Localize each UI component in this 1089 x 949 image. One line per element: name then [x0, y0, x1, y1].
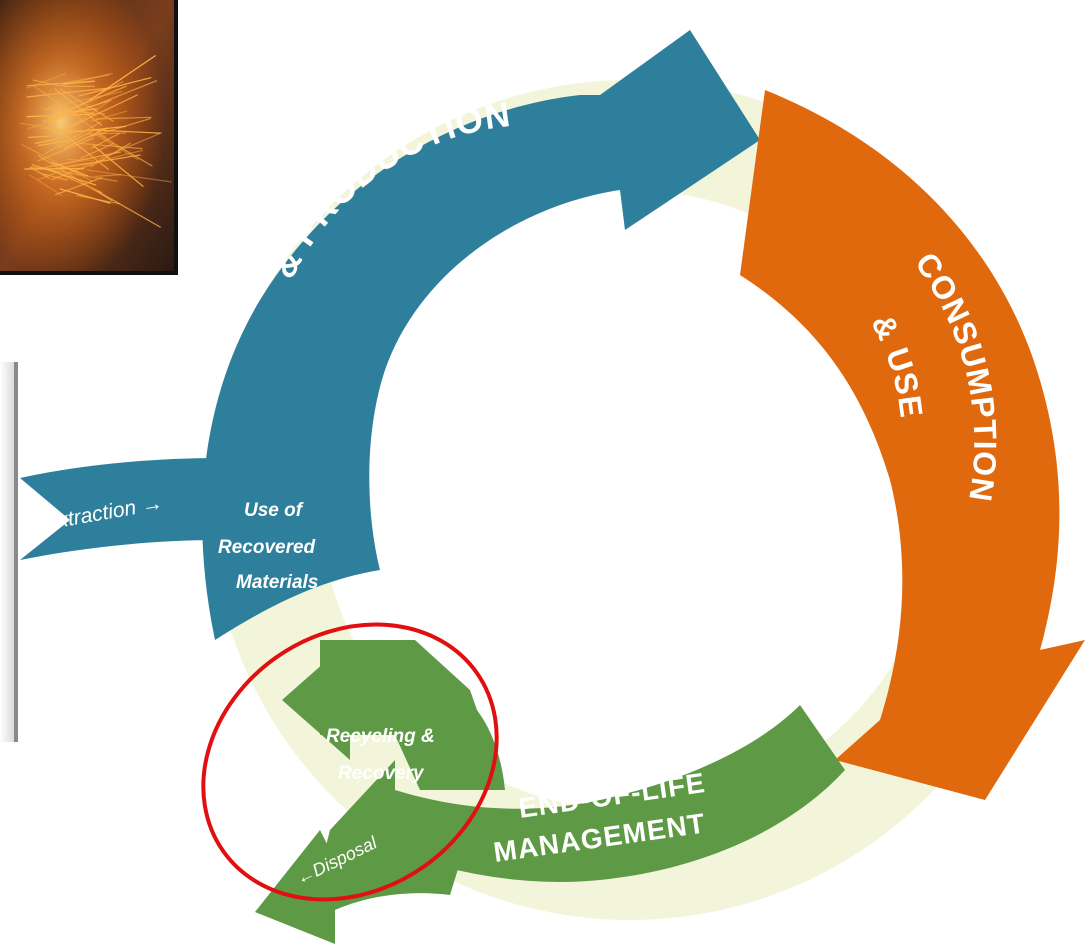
- spark-streak: [87, 169, 172, 183]
- spark-streak: [90, 132, 120, 149]
- spark-streak: [63, 127, 108, 149]
- spark-streak: [95, 116, 152, 120]
- spark-streak: [67, 125, 127, 134]
- use-recovered-note: Use of Recovered Materials: [218, 500, 318, 593]
- spark-streak: [37, 139, 70, 147]
- spark-streak: [47, 90, 123, 109]
- spark-streak: [44, 108, 106, 115]
- spark-streak: [93, 133, 139, 160]
- recycling-note: Recycling & Recovery: [326, 726, 435, 784]
- spark-streak: [78, 142, 143, 150]
- spark-streak: [54, 177, 103, 196]
- upstream-arrow: [202, 30, 760, 640]
- spark-streak: [63, 74, 110, 84]
- spark-streak: [59, 88, 114, 122]
- svg-text:Recovery: Recovery: [338, 763, 425, 784]
- spark-streak: [35, 138, 58, 144]
- spark-streak: [95, 174, 123, 177]
- spark-streak: [76, 194, 120, 205]
- spark-streak: [41, 99, 112, 123]
- spark-streak: [29, 174, 64, 197]
- spark-streak: [26, 87, 112, 98]
- spark-streak: [38, 137, 95, 162]
- spark-streak: [89, 55, 156, 101]
- spark-streak: [61, 94, 138, 132]
- spark-streak: [47, 85, 127, 120]
- spark-streak: [32, 79, 60, 87]
- spark-streak: [26, 113, 95, 118]
- spark-streak: [47, 120, 110, 171]
- spark-streak: [27, 113, 75, 130]
- spark-streak: [29, 166, 51, 179]
- spark-streak: [44, 121, 102, 155]
- disposal-arrow: [255, 826, 470, 944]
- extraction-arrow: [20, 458, 220, 560]
- spark-streak: [92, 144, 144, 187]
- spark-streak: [54, 88, 103, 126]
- spark-streak: [39, 127, 84, 132]
- spark-streak: [37, 154, 113, 202]
- spark-streak: [60, 80, 95, 85]
- spark-streak: [90, 110, 128, 122]
- spark-streak: [73, 80, 157, 115]
- spark-streak: [37, 151, 122, 170]
- spark-streak: [58, 98, 113, 136]
- spark-streak: [30, 166, 118, 182]
- highlight-circle: [201, 622, 499, 902]
- svg-text:Recovered: Recovered: [218, 537, 316, 558]
- spark-streak: [50, 163, 94, 181]
- spark-streak: [28, 135, 50, 138]
- spark-streak: [26, 73, 66, 89]
- spark-streak: [42, 173, 68, 181]
- sparks-photo: [0, 0, 178, 275]
- consumption-arrow: [740, 90, 1085, 800]
- svg-text:Use of: Use of: [244, 500, 304, 521]
- svg-text:Materials: Materials: [236, 572, 318, 593]
- spark-streak: [96, 190, 161, 228]
- spark-streak: [66, 158, 95, 161]
- svg-text:Recycling &: Recycling &: [326, 726, 435, 747]
- side-panel: [0, 362, 18, 742]
- spark-streak: [82, 149, 143, 166]
- spark-streak: [78, 77, 152, 97]
